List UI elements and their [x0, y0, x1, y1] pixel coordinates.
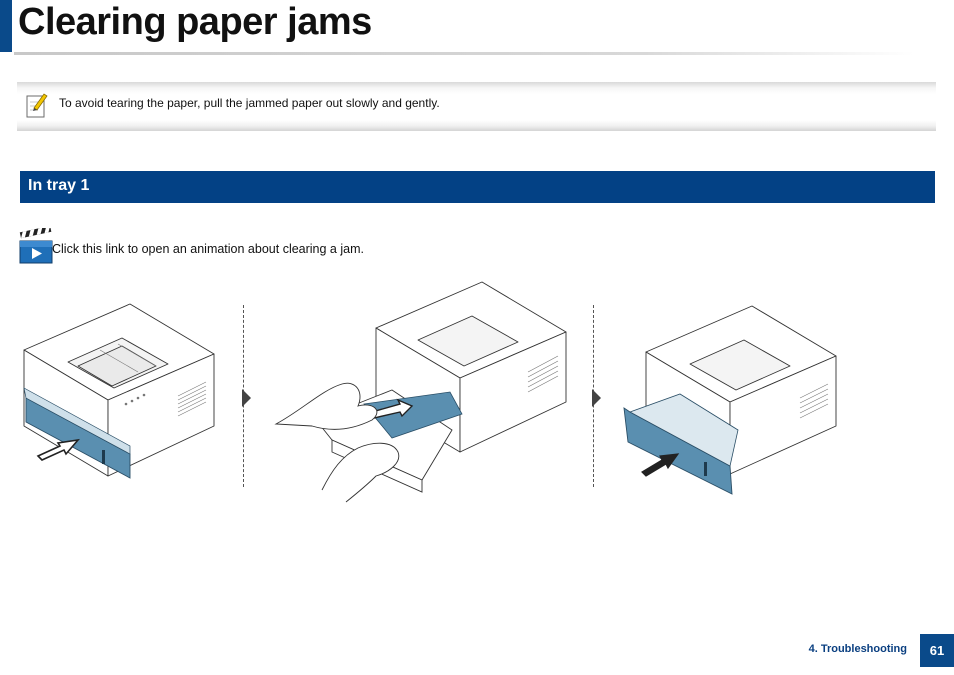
next-step-arrow-1 — [242, 389, 251, 407]
page-title: Clearing paper jams — [18, 1, 372, 43]
section-header: In tray 1 — [20, 171, 935, 203]
step-remove-jammed-paper-illustration — [274, 281, 567, 503]
note-text: To avoid tearing the paper, pull the jam… — [59, 96, 440, 110]
animation-link[interactable]: Click this link to open an animation abo… — [18, 228, 364, 266]
pencil-note-icon — [26, 93, 48, 118]
section-title: In tray 1 — [28, 177, 90, 194]
animation-link-text[interactable]: Click this link to open an animation abo… — [52, 242, 364, 256]
page-number: 61 — [920, 634, 954, 667]
step-insert-tray-illustration — [623, 305, 837, 495]
title-underline — [14, 52, 914, 55]
clapperboard-play-icon — [19, 228, 53, 264]
footer-chapter-label: 4. Troubleshooting — [808, 643, 907, 655]
note-box: To avoid tearing the paper, pull the jam… — [17, 82, 936, 131]
next-step-arrow-2 — [592, 389, 601, 407]
title-accent-bar — [0, 0, 12, 52]
step-pull-out-tray-illustration — [23, 303, 215, 479]
